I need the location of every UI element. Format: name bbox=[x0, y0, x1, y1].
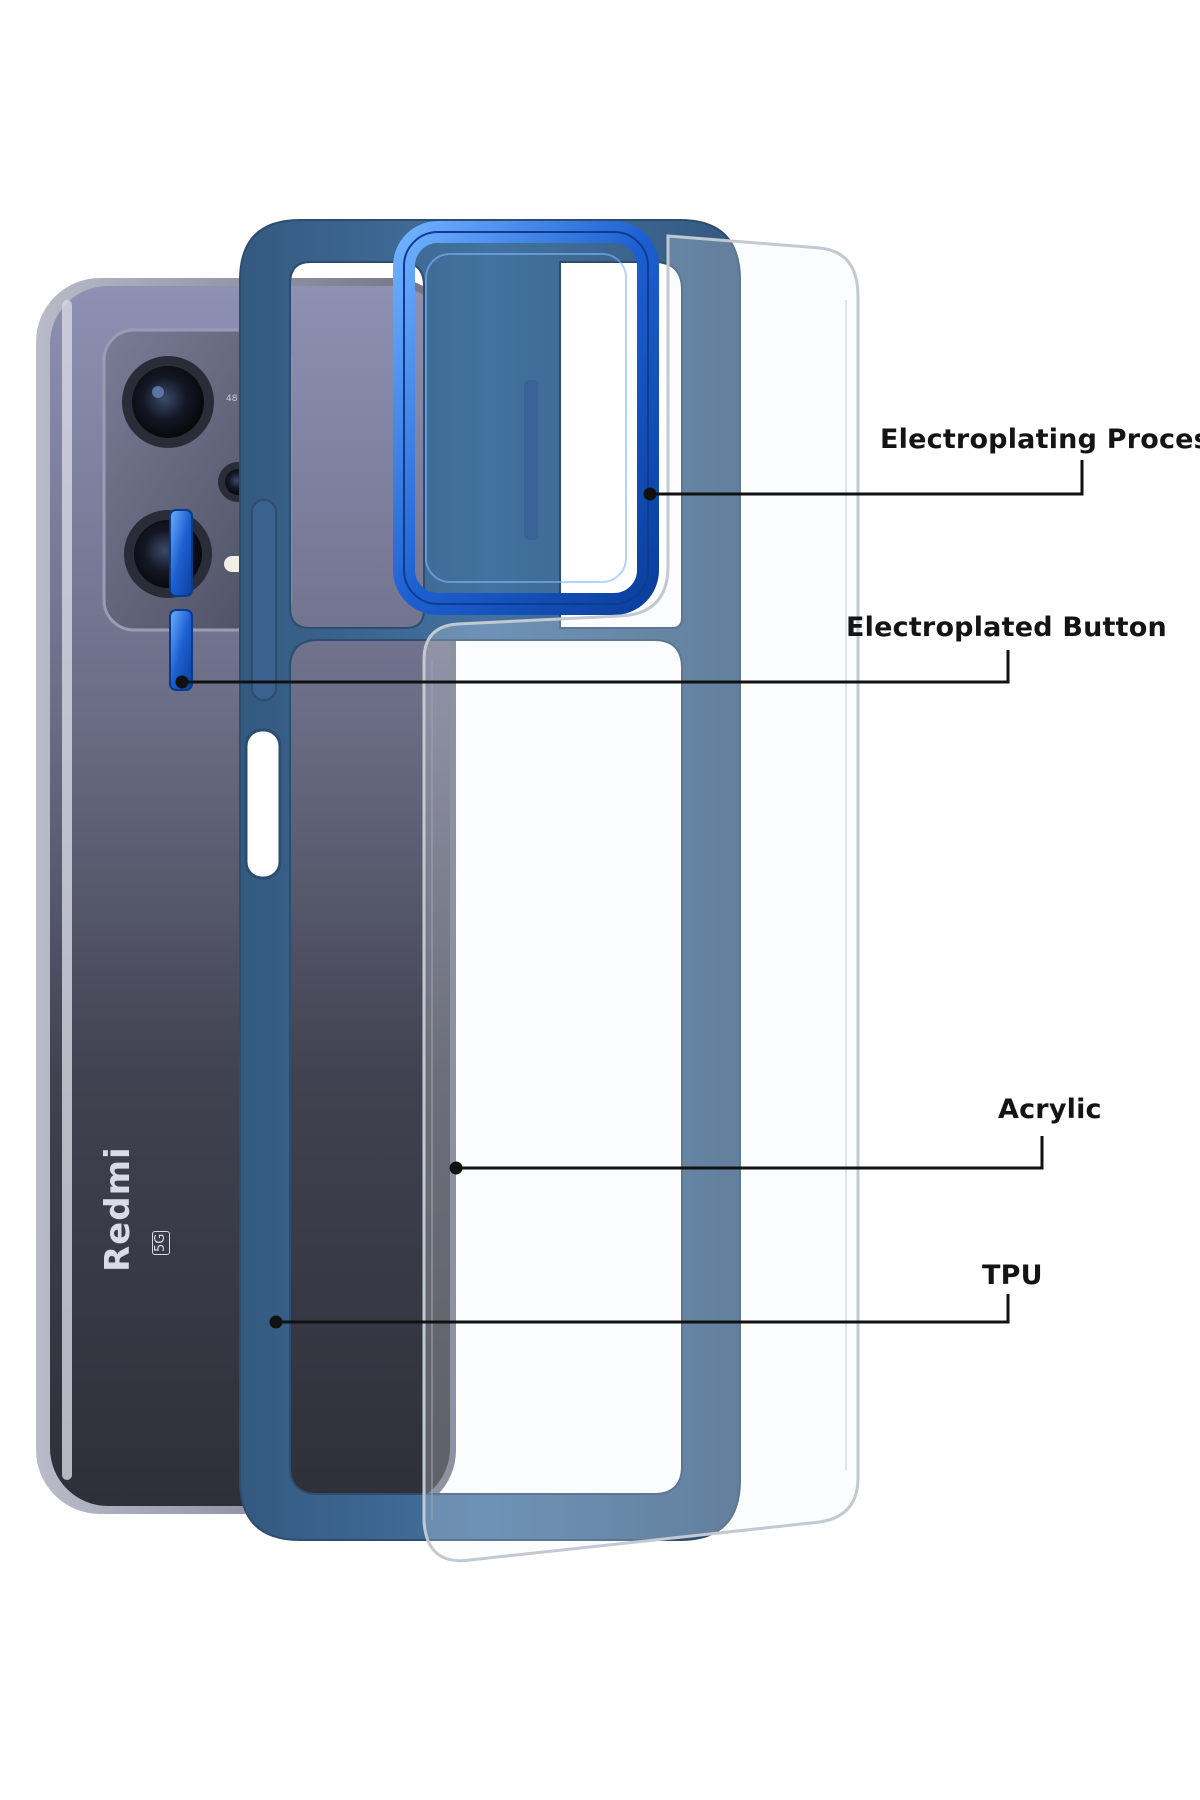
electroplated-camera-frame bbox=[393, 221, 659, 615]
leader-electroplated-button bbox=[182, 650, 1010, 684]
phone-brand-logo: Redmi bbox=[98, 1146, 138, 1272]
label-tpu: TPU bbox=[982, 1260, 1043, 1291]
label-electroplating-process: Electroplating Process bbox=[880, 424, 1200, 455]
electroplated-button-part bbox=[169, 509, 193, 691]
acrylic-back-panel bbox=[422, 234, 860, 1563]
label-acrylic: Acrylic bbox=[998, 1094, 1102, 1125]
leader-electroplating-process bbox=[650, 460, 1084, 496]
phone-5g-badge: 5G bbox=[152, 1230, 170, 1255]
label-electroplated-button: Electroplated Button bbox=[846, 612, 1167, 643]
leader-acrylic bbox=[456, 1136, 1044, 1170]
tpu-case-frame bbox=[239, 219, 741, 1541]
lens-mark: 48 bbox=[226, 394, 238, 404]
callout-lines bbox=[175, 460, 1084, 1329]
leader-tpu bbox=[276, 1294, 1010, 1324]
